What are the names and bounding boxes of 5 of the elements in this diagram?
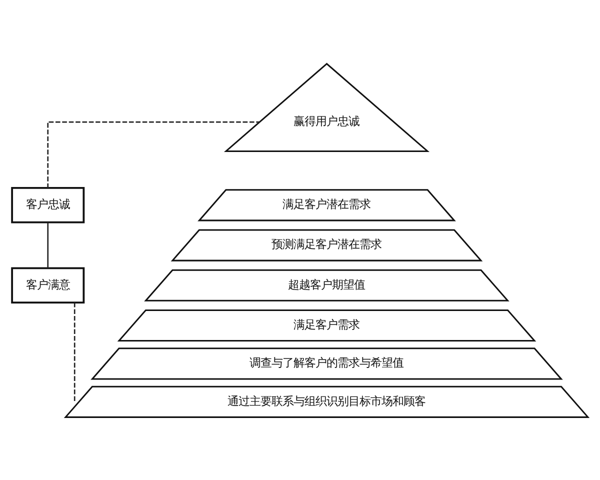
connector	[74, 302, 76, 402]
connector	[47, 222, 49, 268]
node-box: 客户忠诚	[11, 186, 85, 223]
connector	[47, 120, 260, 188]
node-box: 客户满意	[11, 266, 85, 304]
